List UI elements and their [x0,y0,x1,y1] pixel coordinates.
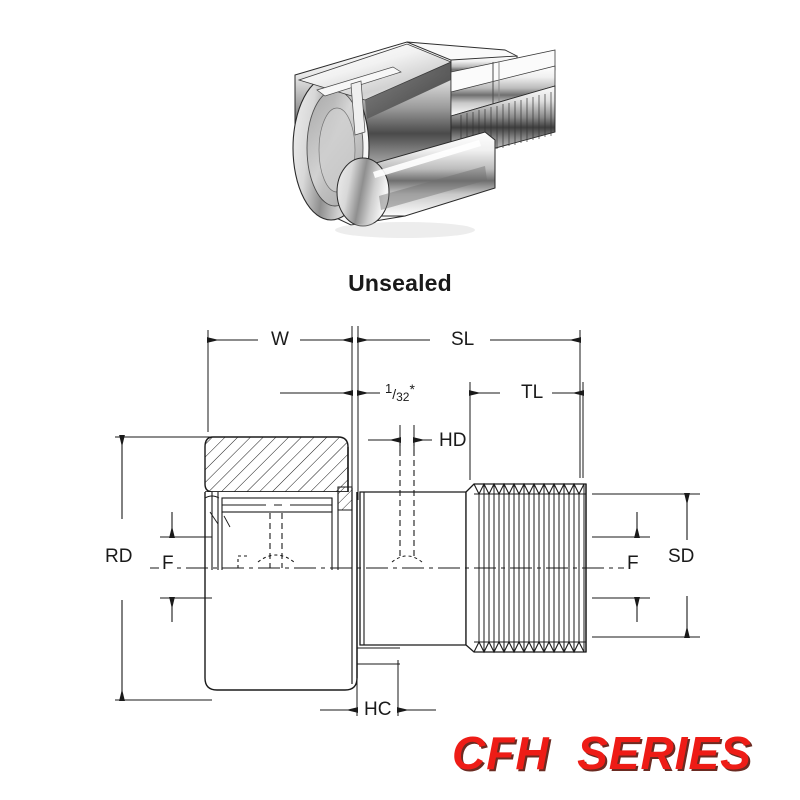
roller-body-outline [204,447,358,691]
socket-bottom [391,555,423,563]
fraction-slash: / [392,385,397,402]
dimension-label-F-right: F [624,553,642,575]
diagram-caption: Unsealed [348,270,452,296]
dimension-label-SL: SL [448,329,478,351]
dimension-label-gap-1-32: 1/32* [383,381,417,405]
fraction-denominator: 32 [396,390,410,405]
ring-nose-detail [337,486,353,511]
dimension-label-RD: RD [102,546,136,568]
hidden-drive-socket [399,440,415,560]
series-title: CFH SERIES [452,727,752,779]
hidden-lube-seat [237,554,295,568]
flange-leader-ticks [357,647,400,665]
witness-lines [115,436,700,701]
outer-ring-section [204,436,349,493]
dimension-label-W: W [268,329,292,351]
fraction-asterisk: * [409,381,415,397]
dimension-label-SD: SD [665,546,698,568]
extension-lines [207,326,584,716]
dimension-label-F-left: F [159,553,177,575]
dimension-label-HC: HC [361,699,395,721]
dimension-label-TL: TL [518,382,547,404]
needle-roller-cavity [204,492,339,570]
dimension-label-HD: HD [436,430,470,452]
fraction-numerator: 1 [385,381,393,397]
hidden-lube-hole [269,513,283,568]
cam-follower-photo [255,20,565,255]
cam-follower-photo-art [292,41,556,238]
